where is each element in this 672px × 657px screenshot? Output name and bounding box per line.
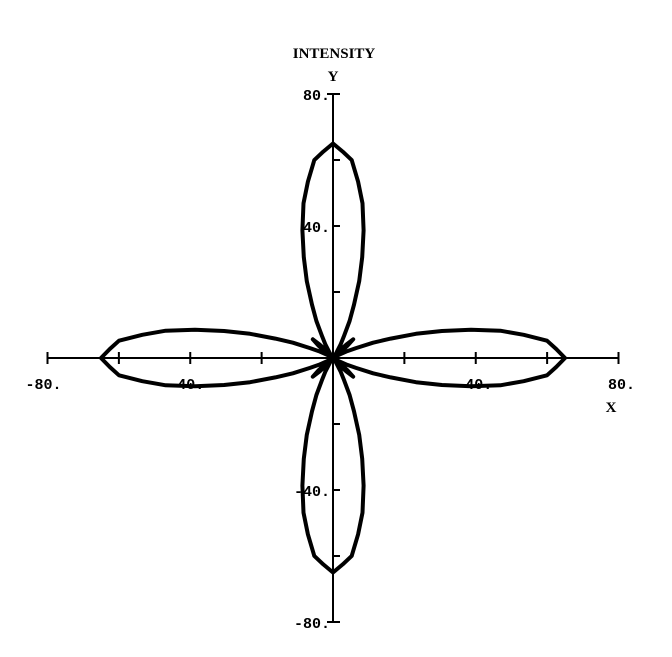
y-axis-label: Y [328, 69, 339, 85]
x-tick-label: -80. [25, 377, 61, 394]
y-tick-label: -40. [294, 484, 330, 501]
intensity-curve [99, 141, 567, 575]
chart-title: INTENSITY [293, 46, 376, 62]
y-tick-label: 80. [303, 88, 330, 105]
tick-labels: -80.-40.40.80.80.40.-40.-80. [25, 88, 635, 633]
y-tick-label: 40. [303, 220, 330, 237]
x-axis-label: X [606, 400, 617, 416]
y-tick-label: -80. [294, 616, 330, 633]
x-tick-label: 80. [608, 377, 635, 394]
